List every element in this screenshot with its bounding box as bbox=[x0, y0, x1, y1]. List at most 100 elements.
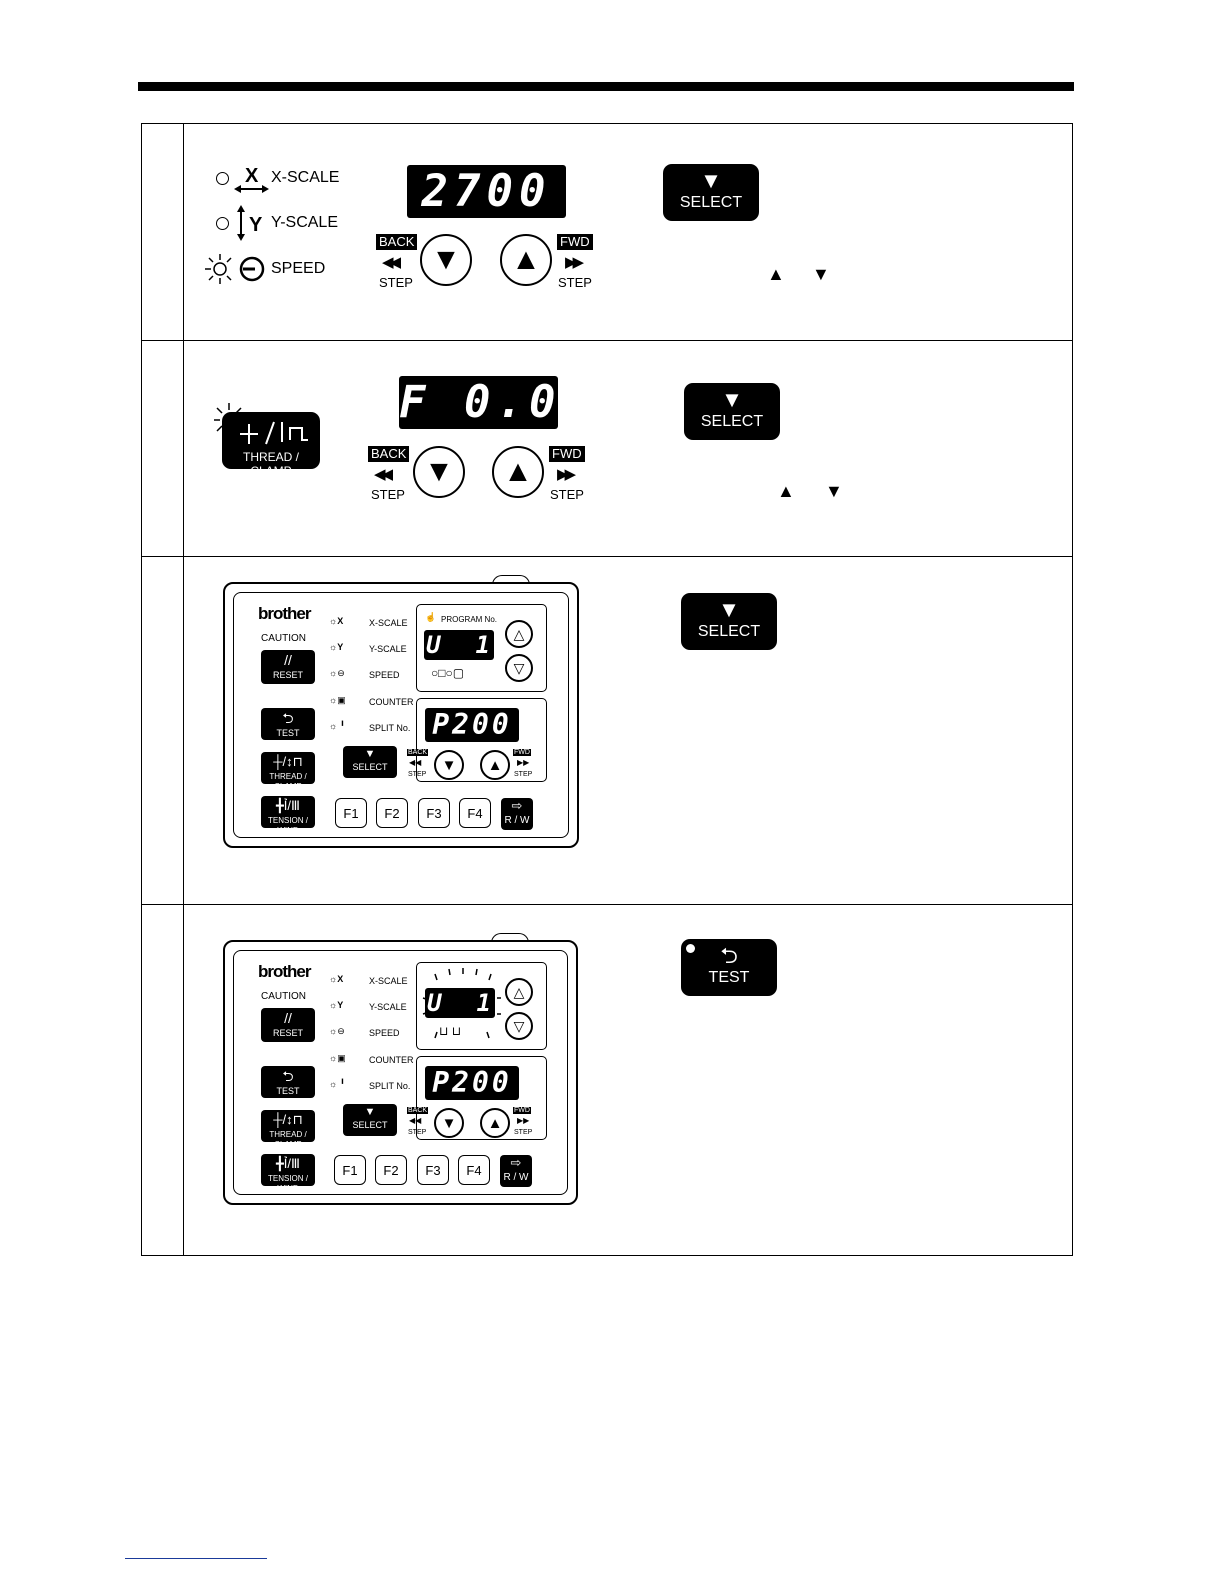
main-display-section bbox=[416, 1056, 547, 1140]
back-step-button[interactable]: ▼ bbox=[413, 446, 465, 498]
program-display: U 1 bbox=[424, 630, 494, 660]
caution-label: CAUTION bbox=[261, 991, 306, 1002]
counter-label: COUNTER bbox=[369, 1055, 414, 1065]
f4-button[interactable]: F4 bbox=[458, 1155, 490, 1185]
test-icon: ⮌ bbox=[282, 710, 294, 726]
f4-button[interactable]: F4 bbox=[459, 798, 491, 828]
tension-wind-label: TENSION / WIND bbox=[267, 816, 308, 835]
reset-button[interactable]: // RESET bbox=[261, 1008, 315, 1042]
fwd-step-button[interactable]: ▲ bbox=[480, 750, 510, 780]
back-tag: BACK bbox=[376, 234, 418, 250]
speed-icon bbox=[205, 254, 265, 284]
speed-led-icon: ☼⊖ bbox=[329, 668, 345, 678]
down-key-symbol: ▼ bbox=[825, 481, 843, 501]
fwd-tag: FWD bbox=[557, 234, 593, 250]
select-button-label: SELECT bbox=[697, 623, 761, 640]
rw-button[interactable]: ⇨ R / W bbox=[500, 1155, 532, 1187]
test-label: TEST bbox=[276, 1086, 300, 1096]
rw-arrow-icon: ⇨ bbox=[510, 1155, 522, 1170]
select-arrow-icon: ▼ bbox=[700, 168, 722, 193]
select-button[interactable]: ▼ SELECT bbox=[663, 164, 759, 221]
f3-button[interactable]: F3 bbox=[417, 1155, 449, 1185]
reset-icon: // bbox=[284, 1010, 292, 1026]
speed-label: SPEED bbox=[271, 260, 326, 277]
parameter-display: F 0.0 bbox=[399, 376, 562, 429]
f2-button[interactable]: F2 bbox=[375, 1155, 407, 1185]
fwd-step-label: STEP bbox=[550, 487, 584, 502]
test-button[interactable]: ⮌TEST bbox=[261, 708, 315, 740]
y-scale-label: Y-SCALE bbox=[369, 1002, 407, 1012]
back-step-button[interactable]: ▼ bbox=[434, 750, 464, 780]
fwd-step-label: STEP bbox=[558, 275, 592, 290]
f3-button[interactable]: F3 bbox=[418, 798, 450, 828]
x-scale-led-icon: ☼X bbox=[329, 974, 344, 984]
thread-clamp-icon bbox=[240, 421, 308, 445]
thread-clamp-button[interactable]: THREAD / CLAMP bbox=[222, 412, 320, 478]
table-column-divider bbox=[183, 123, 184, 1256]
up-key-symbol: ▲ bbox=[767, 264, 785, 284]
select-arrow-icon: ▼ bbox=[718, 597, 740, 622]
rw-label: R / W bbox=[503, 1172, 529, 1183]
fwd-step-button[interactable]: ▲ bbox=[492, 446, 544, 498]
tension-wind-icon: ╋Ỉ/Ⅲ bbox=[275, 798, 300, 813]
select-button[interactable]: ▼SELECT bbox=[343, 1104, 397, 1136]
reset-button[interactable]: //RESET bbox=[261, 650, 315, 684]
fwd-step-button[interactable]: ▲ bbox=[500, 234, 552, 286]
x-scale-indicator-led bbox=[216, 172, 229, 185]
reset-icon: // bbox=[284, 652, 292, 668]
select-button-label: SELECT bbox=[679, 194, 743, 211]
footer-rule bbox=[125, 1558, 267, 1559]
program-display: U 1 bbox=[425, 988, 495, 1018]
x-scale-label: X-SCALE bbox=[369, 618, 408, 628]
back-step-button[interactable]: ▼ bbox=[420, 234, 472, 286]
up-key-symbol: ▲ bbox=[777, 481, 795, 501]
back-step-label: STEP bbox=[379, 275, 413, 290]
program-down-button[interactable]: ▽ bbox=[505, 654, 533, 682]
rw-label: R / W bbox=[504, 815, 530, 826]
fast-forward-icon: ▶▶ bbox=[565, 254, 584, 271]
back-step-label: STEP bbox=[408, 771, 427, 778]
program-up-button[interactable]: △ bbox=[505, 978, 533, 1006]
select-button[interactable]: ▼SELECT bbox=[343, 746, 397, 778]
thread-clamp-label: THREAD / CLAMP bbox=[242, 450, 299, 478]
fwd-step-button[interactable]: ▲ bbox=[480, 1108, 510, 1138]
thread-clamp-button[interactable]: ┼/↕⊓THREAD / CLAMP bbox=[261, 752, 315, 791]
split-no-led-icon: ☼ ╹ bbox=[329, 1079, 346, 1089]
panel-face bbox=[233, 950, 568, 1195]
f2-button[interactable]: F2 bbox=[376, 798, 408, 828]
program-hand-icon: ☝ bbox=[425, 612, 437, 622]
program-section bbox=[416, 962, 547, 1050]
tension-wind-label: TENSION / WIND bbox=[267, 1174, 308, 1193]
back-step-label: STEP bbox=[408, 1129, 427, 1136]
rw-button[interactable]: ⇨R / W bbox=[501, 798, 533, 830]
rewind-icon: ◀◀ bbox=[409, 1116, 422, 1125]
split-no-led-icon: ☼ ╹ bbox=[329, 721, 346, 731]
row-divider bbox=[141, 904, 1073, 905]
main-display-section bbox=[416, 698, 547, 782]
y-scale-led-icon: ☼Y bbox=[329, 1000, 344, 1010]
tension-wind-button[interactable]: ╋Ỉ/Ⅲ TENSION / WIND bbox=[261, 796, 315, 835]
header-rule bbox=[138, 82, 1074, 91]
thread-clamp-icon: ┼/↕⊓ bbox=[273, 754, 303, 769]
fast-forward-icon: ▶▶ bbox=[517, 1116, 530, 1125]
program-up-button[interactable]: △ bbox=[505, 620, 533, 648]
f1-button[interactable]: F1 bbox=[334, 1155, 366, 1185]
test-button[interactable]: ⮌TEST bbox=[261, 1066, 315, 1098]
reset-label: RESET bbox=[272, 1028, 303, 1038]
counter-label: COUNTER bbox=[369, 697, 414, 707]
thread-clamp-button[interactable]: ┼/↕⊓THREAD / CLAMP bbox=[261, 1110, 315, 1149]
program-mode-icons: ⊔ ⊔ bbox=[439, 1024, 462, 1038]
svg-text:Y: Y bbox=[249, 214, 263, 236]
back-step-button[interactable]: ▼ bbox=[434, 1108, 464, 1138]
program-down-button[interactable]: ▽ bbox=[505, 1012, 533, 1040]
split-no-label: SPLIT No. bbox=[369, 723, 411, 733]
test-button[interactable]: ⮌ TEST bbox=[681, 939, 777, 996]
counter-led-icon: ☼▣ bbox=[329, 695, 346, 705]
x-scale-icon: X bbox=[234, 165, 269, 193]
thread-clamp-label: THREAD / CLAMP bbox=[269, 1130, 307, 1149]
select-button[interactable]: ▼ SELECT bbox=[681, 593, 777, 650]
f1-button[interactable]: F1 bbox=[335, 798, 367, 828]
select-label: SELECT bbox=[352, 762, 388, 772]
select-button[interactable]: ▼ SELECT bbox=[684, 383, 780, 440]
